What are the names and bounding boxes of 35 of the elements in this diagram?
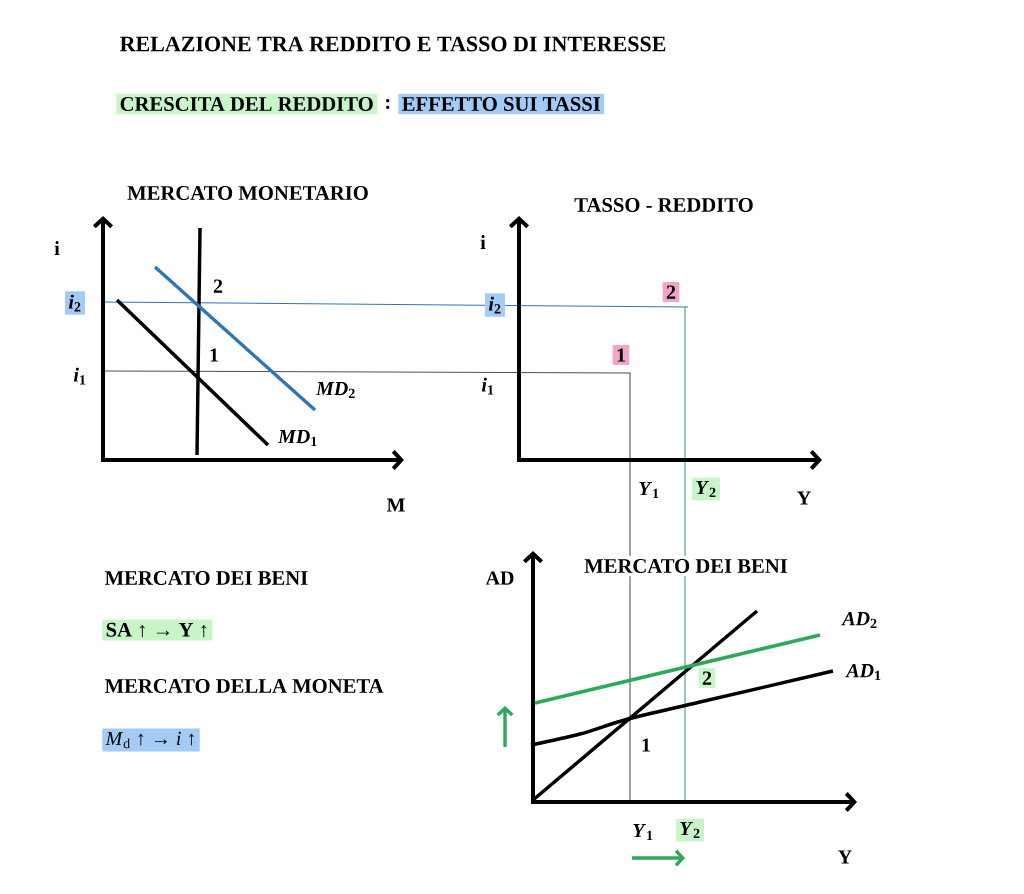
chart-title: MERCATO MONETARIO <box>127 186 368 200</box>
point-label: 2 <box>213 279 223 293</box>
axis-value-label: i$_{1}$ <box>481 377 494 395</box>
axis-label: Y <box>797 491 811 505</box>
heading: MERCATO DELLA MONETA <box>104 679 384 693</box>
axis-value-label: i$_{2}$ <box>65 291 85 315</box>
chart-title: TASSO - REDDITO <box>574 198 753 212</box>
axis-label: Y <box>838 850 852 864</box>
chart-title: MERCATO DEI BENI <box>580 555 792 577</box>
point-label: 1 <box>210 348 218 362</box>
curve-label: MD$_{1}$ <box>277 430 317 446</box>
axis-label: i <box>54 241 60 255</box>
curve-label: AD$_{2}$ <box>841 612 877 629</box>
formula: SA ↑ → Y ↑ <box>102 619 213 641</box>
heading-separator: : <box>386 99 390 109</box>
axis-value-label: Y$_{1}$ <box>639 482 659 498</box>
heading: CRESCITA DEL REDDITO <box>116 93 378 115</box>
point-label: 2 <box>698 668 716 688</box>
axis-label: AD <box>485 571 514 585</box>
heading: MERCATO DEI BENI <box>104 571 308 585</box>
point-label: 2 <box>662 282 680 302</box>
point-label: 1 <box>612 345 630 365</box>
heading: EFFETTO SUI TASSI <box>398 93 605 115</box>
axis-value-label: i$_{1}$ <box>73 367 86 385</box>
axis-label: M <box>386 498 405 512</box>
axis-value-label: Y$_{2}$ <box>691 477 721 501</box>
axis-value-label: i$_{2}$ <box>485 293 505 317</box>
point-label: 1 <box>642 738 650 752</box>
curve-label: MD$_{2}$ <box>315 382 355 398</box>
formula: M$_{d}$ ↑ → i ↑ <box>102 728 200 752</box>
curve-label: AD$_{1}$ <box>845 664 881 681</box>
axis-label: i <box>480 235 486 249</box>
axis-value-label: Y$_{2}$ <box>675 818 705 842</box>
title: RELAZIONE TRA REDDITO E TASSO DI INTERESSE <box>120 36 666 52</box>
axis-value-label: Y$_{1}$ <box>633 824 653 840</box>
